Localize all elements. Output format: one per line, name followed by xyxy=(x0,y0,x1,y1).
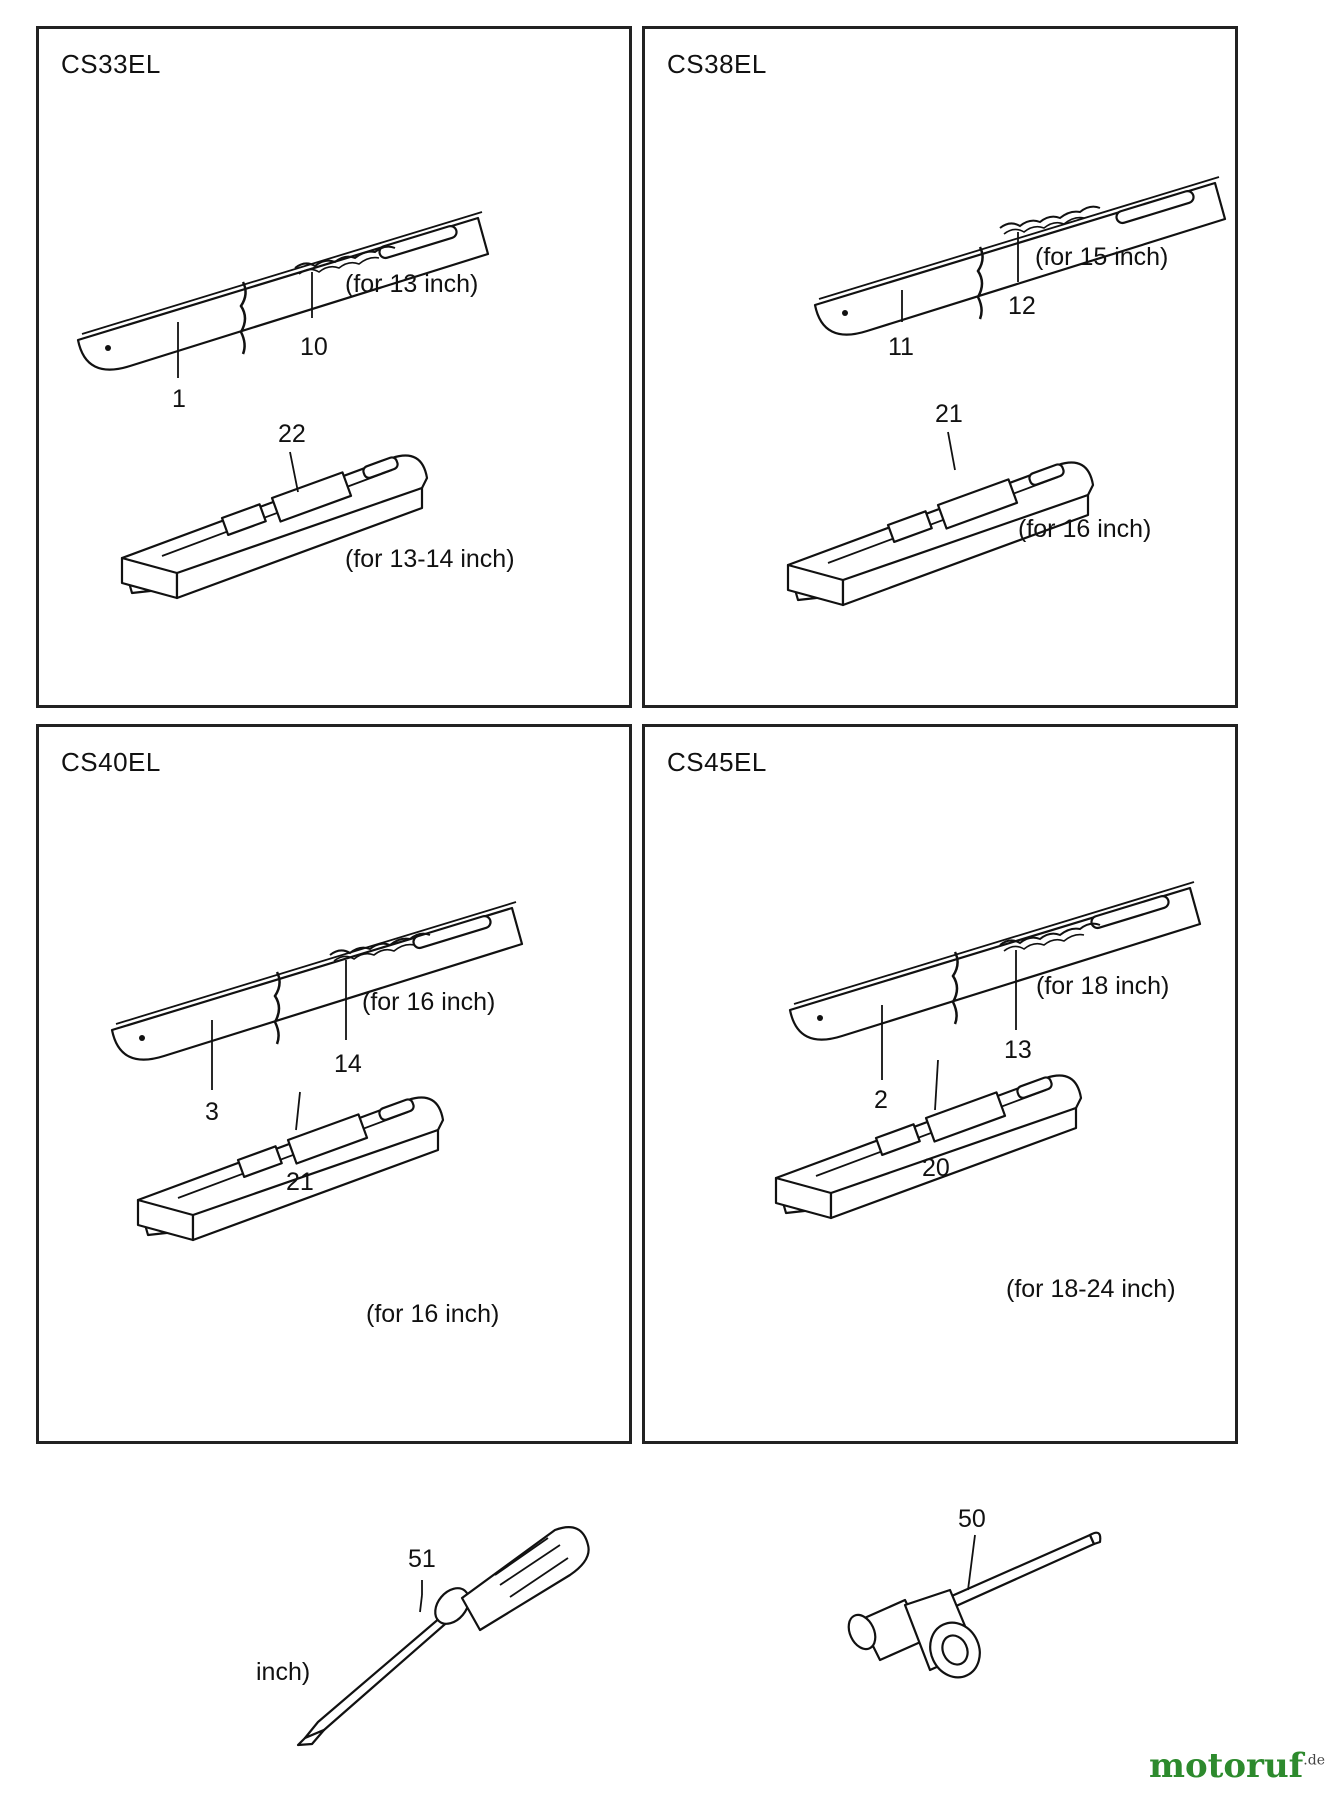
part-number-label: 50 xyxy=(958,1505,986,1533)
part-number-label: 21 xyxy=(286,1168,314,1196)
part-number-label: 1 xyxy=(172,385,186,413)
screwdriver-drawing xyxy=(296,1526,590,1747)
part-number-label: 51 xyxy=(408,1545,436,1573)
guide-bar-drawing xyxy=(788,880,1202,1041)
panel-cs38el: CS38EL xyxy=(642,26,1238,708)
part-number-label: 21 xyxy=(935,400,963,428)
bar-cover-drawing xyxy=(120,454,429,600)
panel-cs33el: CS33EL xyxy=(36,26,632,708)
part-number-label: 14 xyxy=(334,1050,362,1078)
part-note: (for 18-24 inch) xyxy=(1006,1275,1176,1303)
guide-bar-drawing xyxy=(110,900,524,1061)
part-number-label: 2 xyxy=(874,1086,888,1114)
part-note: (for 13-14 inch) xyxy=(345,545,515,573)
part-number-label: 11 xyxy=(888,333,914,361)
bar-cover-drawing xyxy=(774,1074,1083,1220)
panel-cs40el: CS40EL xyxy=(36,724,632,1444)
part-note: inch) xyxy=(256,1658,311,1686)
part-note: (for 18 inch) xyxy=(1036,972,1170,1000)
part-number-label: 13 xyxy=(1004,1036,1032,1064)
part-number-label: 10 xyxy=(300,333,328,361)
model-title: CS33EL xyxy=(61,49,161,79)
watermark-logo: motoruf.de xyxy=(1149,1746,1325,1786)
part-number-label: 12 xyxy=(1008,292,1036,320)
part-number-label: 20 xyxy=(922,1154,950,1182)
model-title: CS38EL xyxy=(667,49,767,79)
part-number-label: 3 xyxy=(205,1098,219,1126)
part-note: (for 16 inch) xyxy=(1018,515,1152,543)
part-number-label: 22 xyxy=(278,420,306,448)
model-title: CS40EL xyxy=(61,747,161,777)
panel-cs45el: CS45EL xyxy=(642,724,1238,1444)
part-note: (for 15 inch) xyxy=(1035,243,1169,271)
model-title: CS45EL xyxy=(667,747,767,777)
part-note: (for 13 inch) xyxy=(345,270,479,298)
box-wrench-drawing xyxy=(847,1531,1102,1679)
part-note: (for 16 inch) xyxy=(362,988,496,1016)
part-note: (for 16 inch) xyxy=(366,1300,500,1328)
